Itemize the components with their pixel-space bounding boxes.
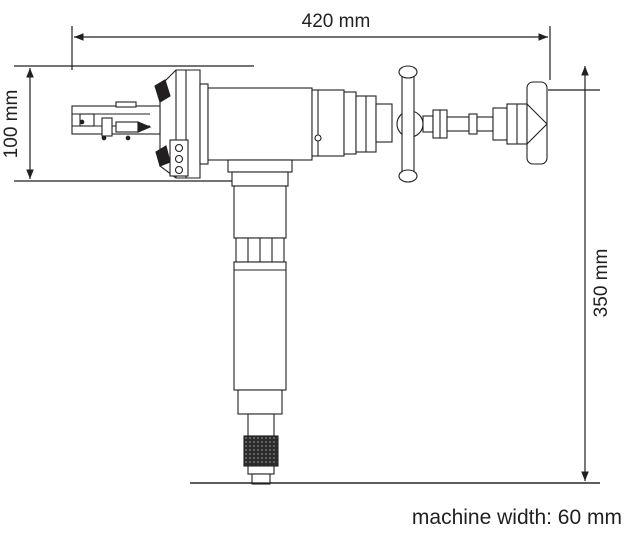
cutting-head [71, 69, 209, 179]
width-dimension-label: 420 mm [302, 11, 371, 32]
height-dimension-label: 100 mm [1, 90, 22, 159]
pipe-beveling-machine [71, 65, 548, 485]
main-housing [207, 87, 528, 161]
side-handwheel [526, 81, 548, 165]
dimension-lines [14, 26, 600, 484]
machine-width-caption: machine width: 60 mm [411, 506, 622, 529]
feed-handwheel [398, 65, 418, 183]
drive-column [227, 159, 293, 485]
depth-dimension-label: 350 mm [591, 249, 612, 318]
